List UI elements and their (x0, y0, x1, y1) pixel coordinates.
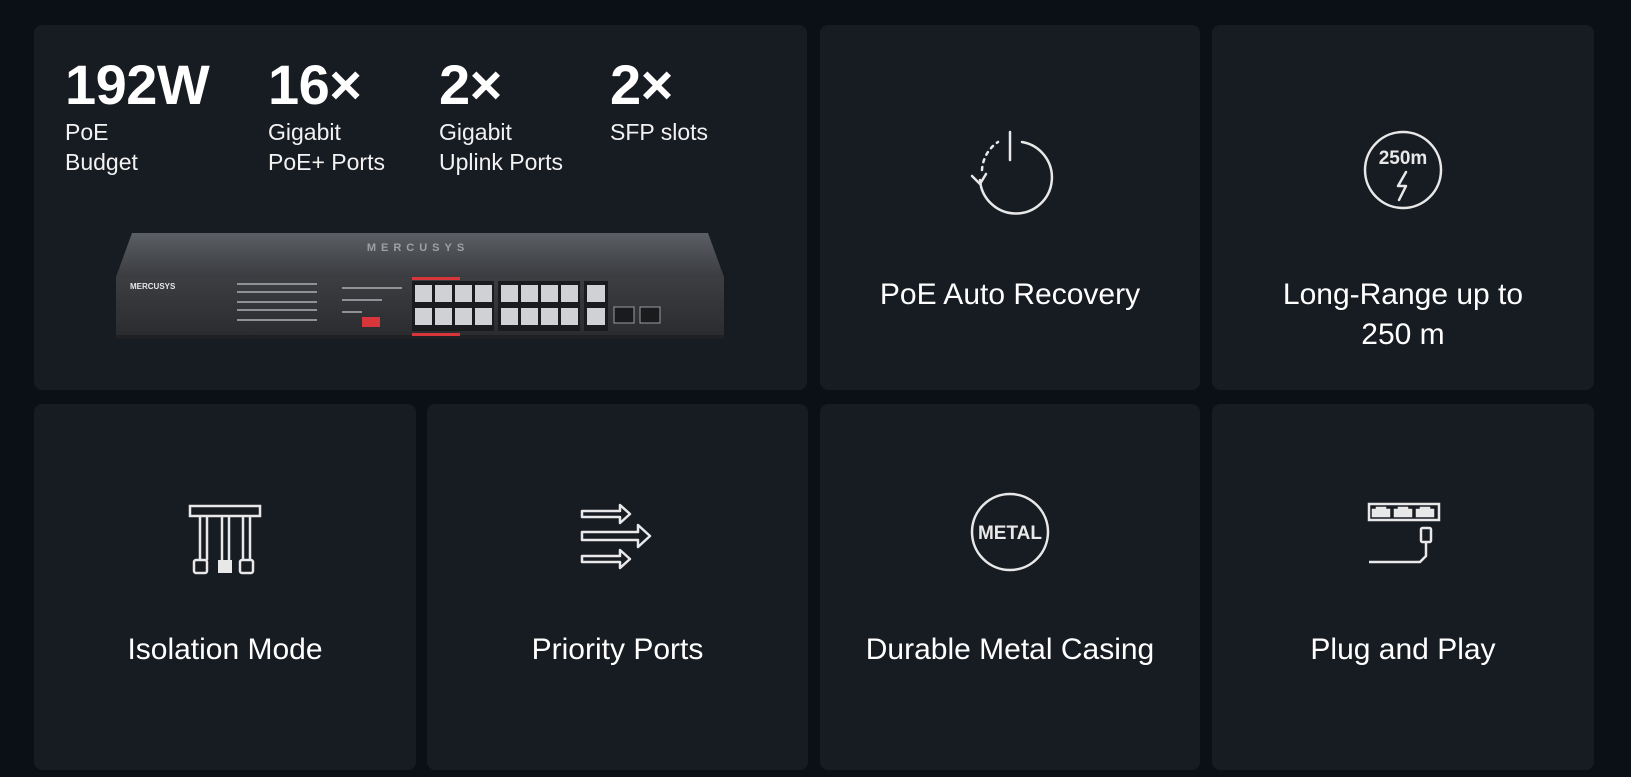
range-250m-icon: 250m (1363, 130, 1443, 210)
spec-label-line2: Uplink Ports (439, 149, 563, 175)
spec-poe-budget: 192W PoE Budget (65, 53, 210, 177)
front-brand-text: MERCUSYS (130, 282, 176, 291)
feature-label-line2: 250 m (1361, 318, 1445, 351)
feature-label: Long-Range up to 250 m (1232, 275, 1574, 355)
uplink-ports (584, 281, 608, 331)
spec-label-line1: Gigabit (439, 119, 512, 145)
spec-value: 2× (610, 53, 673, 116)
spec-uplink-ports: 2× Gigabit Uplink Ports (439, 55, 563, 177)
power-recovery-icon (970, 130, 1054, 215)
sfp-slots (613, 306, 661, 324)
spec-value: 192W (65, 53, 210, 116)
spec-label-line2: PoE+ Ports (268, 149, 385, 175)
metal-icon-text: METAL (978, 523, 1042, 544)
metal-badge-icon: METAL (970, 492, 1050, 572)
feature-card-long-range: 250m Long-Range up to 250 m (1212, 25, 1594, 390)
isolation-icon (188, 504, 262, 575)
feature-label: Priority Ports (531, 633, 704, 666)
spec-label-line2: Budget (65, 149, 138, 175)
spec-sfp-slots: 2× SFP slots (610, 55, 708, 147)
feature-label: Durable Metal Casing (865, 633, 1155, 666)
feature-label: Isolation Mode (127, 633, 323, 666)
feature-card-metal-casing: METAL Durable Metal Casing (820, 404, 1200, 770)
spec-value: 16× (268, 53, 362, 116)
feature-label: Plug and Play (1310, 633, 1496, 666)
plug-and-play-icon (1367, 502, 1441, 564)
feature-card-plug-and-play: Plug and Play (1212, 404, 1594, 770)
feature-label: PoE Auto Recovery (879, 278, 1141, 311)
rj45-port-group-1 (412, 281, 494, 331)
specs-card: 192W PoE Budget 16× Gigabit PoE+ Ports 2… (34, 25, 807, 390)
feature-card-priority-ports: Priority Ports (427, 404, 808, 770)
priority-arrows-icon (580, 503, 651, 570)
spec-poe-ports: 16× Gigabit PoE+ Ports (268, 55, 385, 177)
spec-label-line1: SFP slots (610, 119, 708, 145)
feature-label-line1: Long-Range up to (1282, 278, 1524, 311)
spec-label-line1: Gigabit (268, 119, 341, 145)
spec-value: 2× (439, 53, 502, 116)
range-icon-text: 250m (1379, 148, 1428, 169)
rj45-port-group-2 (498, 281, 580, 331)
spec-label-line1: PoE (65, 119, 109, 145)
switch-product-image: MERCUSYS MERCUSYS (116, 233, 724, 339)
feature-card-poe-auto-recovery: PoE Auto Recovery (820, 25, 1200, 390)
top-brand-text: MERCUSYS (367, 242, 469, 254)
feature-card-isolation-mode: Isolation Mode (34, 404, 416, 770)
